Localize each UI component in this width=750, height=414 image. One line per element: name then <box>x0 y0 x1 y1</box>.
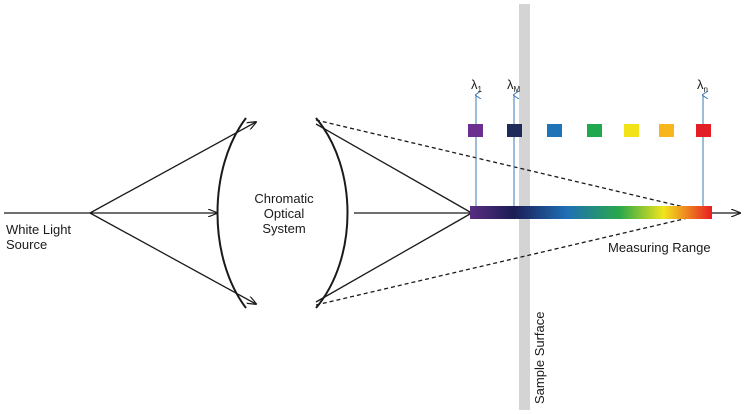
source-label-line2: Source <box>6 237 48 252</box>
white-light-source-label: White Light Source <box>6 222 71 252</box>
measuring-range-label: Measuring Range <box>608 240 711 255</box>
chromatic-optical-system-label: Chromatic Optical System <box>248 191 320 236</box>
spectrum-bar <box>470 206 712 219</box>
swatch-orange <box>659 124 674 137</box>
swatch-blue <box>547 124 562 137</box>
lambda-m-symbol: λ <box>507 77 514 92</box>
lambda-1-symbol: λ <box>471 77 478 92</box>
ray-lower-in <box>89 212 256 304</box>
sample-surface-label: Sample Surface <box>532 311 547 405</box>
swatch-green <box>587 124 602 137</box>
source-label-line1: White Light <box>6 222 72 237</box>
wavelength-swatches <box>468 124 711 137</box>
lambda-n-label: λn <box>697 78 708 96</box>
ray-lower-out <box>315 213 471 303</box>
lens-right-element <box>315 117 349 309</box>
system-label-line2: Optical <box>263 206 305 221</box>
ray-lower-dashed <box>315 213 706 306</box>
lens-left-element <box>216 117 247 309</box>
ray-upper-dashed <box>315 119 706 213</box>
ray-upper-out <box>315 123 471 213</box>
lambda-m-subscript: M <box>513 85 521 94</box>
lambda-1-label: λ1 <box>471 78 482 96</box>
swatch-red <box>696 124 711 137</box>
swatch-violet <box>468 124 483 137</box>
lambda-1-subscript: 1 <box>477 85 482 94</box>
system-label-line1: Chromatic <box>254 191 314 206</box>
swatch-yellow <box>624 124 639 137</box>
lambda-n-symbol: λ <box>697 77 704 92</box>
lambda-n-subscript: n <box>703 85 708 94</box>
swatch-navy <box>507 124 522 137</box>
system-label-line3: System <box>262 221 306 236</box>
lambda-m-label: λM <box>507 78 520 96</box>
ray-upper-in <box>89 122 256 214</box>
